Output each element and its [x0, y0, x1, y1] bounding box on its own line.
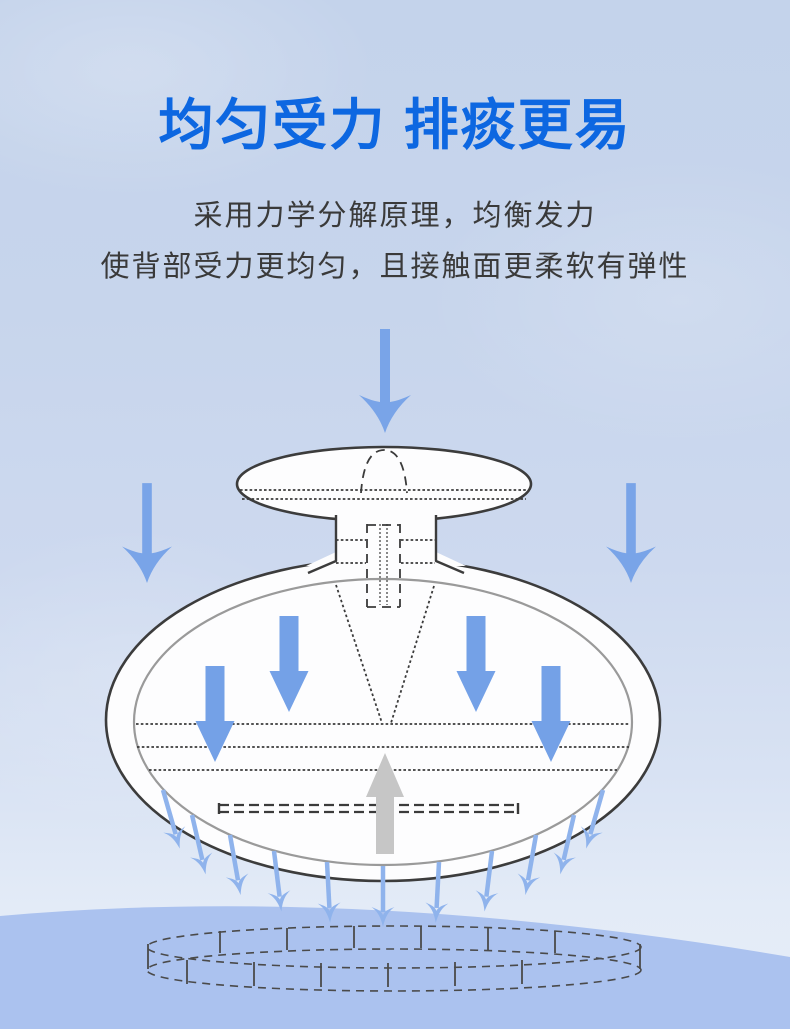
rebound-up-arrow: [366, 753, 404, 854]
right-force-arrow: [606, 483, 656, 583]
ground-wave: [0, 906, 790, 1029]
subtitle-line-1: 采用力学分解原理，均衡发力: [193, 200, 597, 232]
cap-and-neck: [235, 445, 533, 575]
cap-arch-dashed: [360, 449, 408, 494]
cup-body: [104, 557, 662, 883]
left-force-arrow: [122, 483, 172, 583]
subtitle-line-2: 使背部受力更均匀，且接触面更柔软有弹性: [100, 251, 690, 283]
contact-surface-outline: [146, 925, 642, 992]
page-title: 均匀受力 排痰更易: [158, 94, 632, 156]
top-force-arrow: [359, 329, 411, 433]
